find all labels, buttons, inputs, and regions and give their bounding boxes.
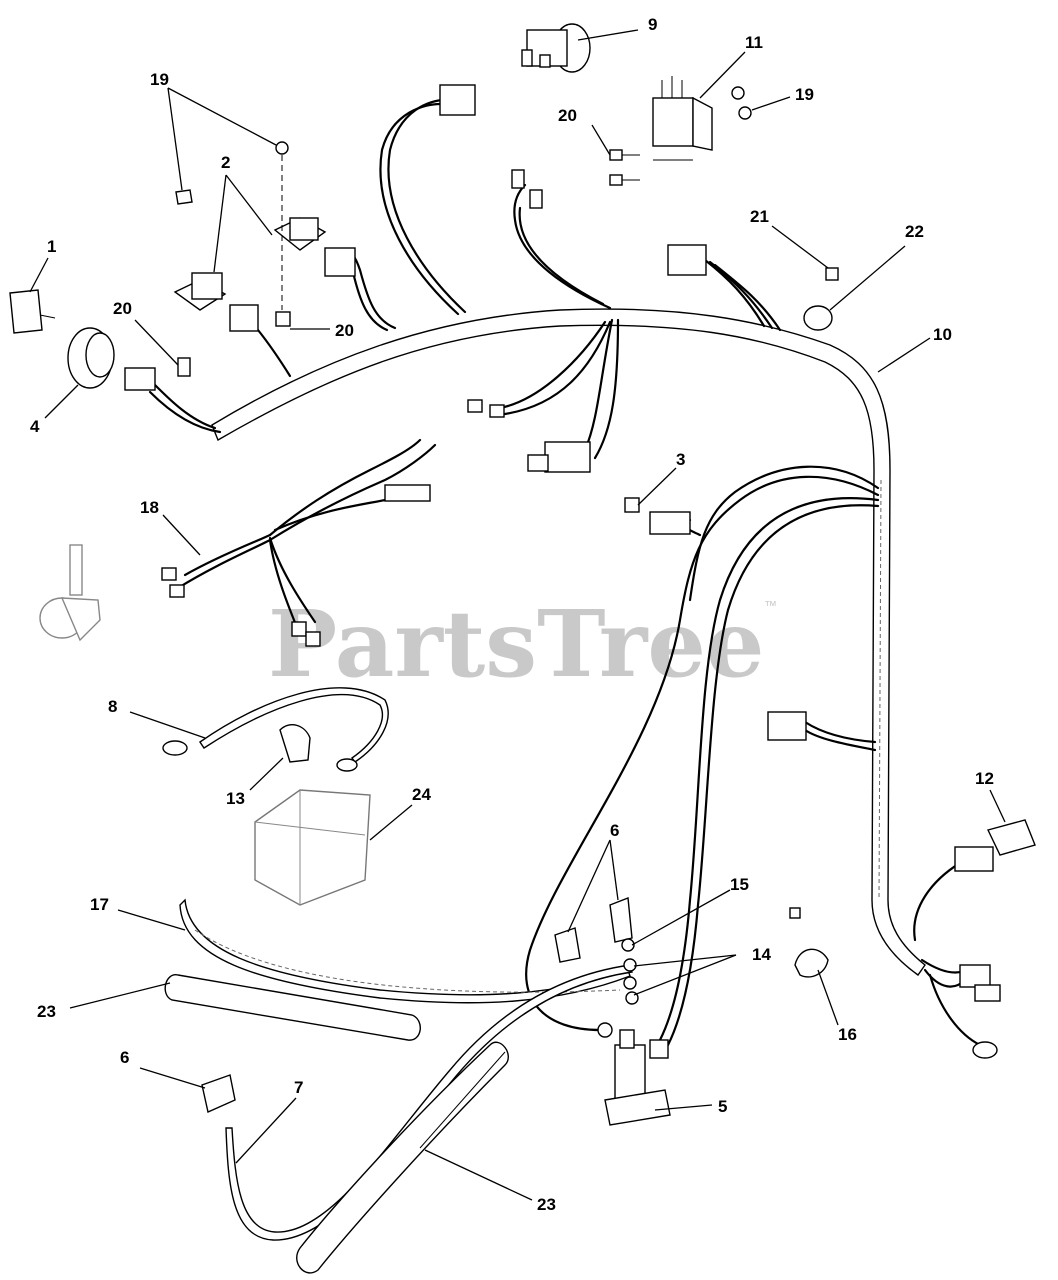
callout-23: 23	[537, 1195, 556, 1214]
part-3-fuse	[624, 497, 691, 535]
callout-1: 1	[47, 237, 56, 256]
positive-cable-7	[225, 964, 633, 1241]
part-11-relay	[652, 76, 713, 161]
part-21-screw	[825, 267, 839, 281]
branch-to-item-12	[803, 720, 982, 1047]
callout-3: 3	[676, 450, 685, 469]
callout-23: 23	[37, 1002, 56, 1021]
spade-terminals-lower	[467, 399, 505, 418]
tubing-23-lower	[296, 1041, 509, 1274]
part-13-boot	[279, 724, 311, 763]
part-8-ground-cable	[162, 687, 389, 772]
callout-20: 20	[335, 321, 354, 340]
part-4-ignition-switch	[67, 327, 156, 391]
callout-18: 18	[140, 498, 159, 517]
callout-10: 10	[933, 325, 952, 344]
part-22-clip	[803, 305, 833, 331]
main-harness	[211, 308, 926, 976]
part-9	[521, 23, 591, 73]
battery-cable-17	[179, 898, 631, 1004]
screw-20-middle	[275, 311, 291, 327]
nut-19-right	[731, 86, 752, 120]
relays-2	[173, 155, 356, 332]
part-6-boots-upper	[554, 897, 633, 963]
callout-20: 20	[113, 299, 132, 318]
callout-5: 5	[718, 1097, 727, 1116]
part-12-connector	[954, 819, 1036, 1059]
callout-21: 21	[750, 207, 769, 226]
callout-2: 2	[221, 153, 230, 172]
spade-terminals-upper	[511, 169, 543, 209]
connector-top-center	[439, 84, 476, 116]
part-16-clamp	[789, 907, 829, 978]
callout-6: 6	[120, 1048, 129, 1067]
part-18-sub-harness	[39, 438, 437, 647]
callout-12: 12	[975, 769, 994, 788]
connector-right-upper	[667, 244, 707, 276]
callout-15: 15	[730, 875, 749, 894]
part-1-key	[9, 289, 56, 334]
screw-20-top	[609, 149, 640, 186]
part-24-battery	[254, 789, 371, 906]
callout-20: 20	[558, 106, 577, 125]
callout-17: 17	[90, 895, 109, 914]
connector-center-lower	[527, 441, 591, 473]
callout-16: 16	[838, 1025, 857, 1044]
screw-20-left	[177, 357, 191, 377]
connector-right-middle	[767, 711, 807, 741]
harness-branches	[148, 98, 782, 460]
callout-11: 11	[745, 33, 763, 52]
callout-6: 6	[610, 821, 619, 840]
leader-lines	[29, 29, 1006, 1201]
callout-14: 14	[752, 945, 771, 964]
watermark-trademark: ™	[764, 598, 777, 613]
callout-8: 8	[108, 697, 117, 716]
part-14-nuts	[597, 958, 639, 1038]
tubing-23-upper	[164, 974, 421, 1041]
part-15-washer	[621, 938, 635, 952]
callout-19: 19	[795, 85, 814, 104]
callout-7: 7	[294, 1078, 303, 1097]
callout-labels: 9 11 19 19 20 20 20 2 1 4 21 22 10 3 18 …	[30, 15, 994, 1214]
watermark-text: PartsTree	[268, 590, 764, 698]
callout-4: 4	[30, 417, 40, 436]
nut-19-left	[175, 141, 289, 205]
callout-9: 9	[648, 15, 657, 34]
part-5-solenoid	[604, 1029, 671, 1126]
callout-13: 13	[226, 789, 245, 808]
part-6-boot-lower	[201, 1074, 236, 1113]
callout-24: 24	[412, 785, 431, 804]
callout-22: 22	[905, 222, 924, 241]
callout-19: 19	[150, 70, 169, 89]
